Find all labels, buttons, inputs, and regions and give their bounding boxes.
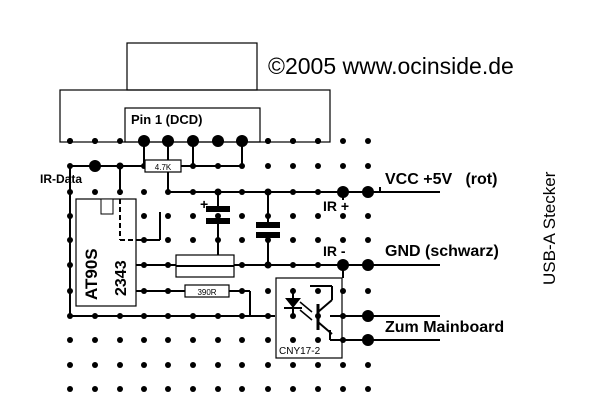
perfboard-hole	[165, 362, 171, 368]
perfboard-hole	[265, 362, 271, 368]
resistor-4k7: 4.7K	[144, 159, 182, 173]
perfboard-hole	[340, 288, 346, 294]
chip-name-label: AT90S	[82, 248, 101, 300]
chip-number-label: 2343	[113, 260, 130, 296]
perfboard-hole	[340, 163, 346, 169]
perfboard-hole	[141, 337, 147, 343]
microcontroller-chip: AT90S 2343	[75, 198, 137, 307]
perfboard-hole	[117, 337, 123, 343]
perfboard-hole	[315, 362, 321, 368]
perfboard-hole	[141, 213, 147, 219]
perfboard-hole	[165, 237, 171, 243]
perfboard-hole	[290, 362, 296, 368]
usb-a-stecker-label: USB-A Stecker	[540, 171, 559, 285]
perfboard-hole	[365, 386, 371, 392]
perfboard-hole	[165, 213, 171, 219]
perfboard-hole	[365, 138, 371, 144]
perfboard-hole	[92, 138, 98, 144]
perfboard-hole	[67, 386, 73, 392]
perfboard-hole	[340, 362, 346, 368]
perfboard-hole	[239, 362, 245, 368]
perfboard-hole	[92, 189, 98, 195]
perfboard-hole	[315, 138, 321, 144]
perfboard-hole	[239, 237, 245, 243]
perfboard-hole	[265, 138, 271, 144]
perfboard-hole	[290, 237, 296, 243]
perfboard-hole	[290, 386, 296, 392]
electrolytic-capacitor: +	[200, 196, 230, 224]
gnd-label: GND (schwarz)	[385, 243, 499, 260]
perfboard-hole	[190, 213, 196, 219]
perfboard-hole	[315, 288, 321, 294]
perfboard-hole	[239, 213, 245, 219]
perfboard-hole	[215, 362, 221, 368]
perfboard-hole	[290, 213, 296, 219]
optocoupler: CNY17-2	[275, 277, 343, 359]
perfboard-hole	[165, 386, 171, 392]
optocoupler-label: CNY17-2	[279, 346, 321, 357]
perfboard-hole	[92, 337, 98, 343]
vcc-label: VCC +5V (rot)	[385, 171, 497, 188]
perfboard-hole	[190, 362, 196, 368]
perfboard-hole	[92, 386, 98, 392]
perfboard-hole	[365, 237, 371, 243]
usb-pins	[138, 135, 248, 147]
ir-data-label: IR-Data	[40, 172, 82, 186]
perfboard-hole	[265, 337, 271, 343]
resistor-gnd	[175, 254, 235, 278]
copyright-text: ©2005 www.ocinside.de	[268, 53, 514, 79]
mainboard-label: Zum Mainboard	[385, 319, 504, 336]
perfboard-hole	[215, 337, 221, 343]
resistor-4k7-label: 4.7K	[155, 163, 172, 172]
perfboard-hole	[67, 138, 73, 144]
perfboard-hole	[141, 189, 147, 195]
perfboard-hole	[265, 163, 271, 169]
perfboard-hole	[290, 138, 296, 144]
perfboard-hole	[365, 213, 371, 219]
perfboard-hole	[365, 288, 371, 294]
perfboard-hole	[340, 386, 346, 392]
perfboard-hole	[190, 337, 196, 343]
resistor-390r-label: 390R	[197, 288, 216, 297]
pin1-label: Pin 1 (DCD)	[131, 112, 203, 127]
perfboard-hole	[340, 237, 346, 243]
perfboard-hole	[215, 386, 221, 392]
perfboard-hole	[340, 213, 346, 219]
perfboard-hole	[92, 362, 98, 368]
perfboard-hole	[290, 337, 296, 343]
ceramic-capacitor	[256, 222, 280, 238]
perfboard-hole	[141, 386, 147, 392]
perfboard-hole	[190, 237, 196, 243]
perfboard-hole	[141, 362, 147, 368]
perfboard-hole	[117, 138, 123, 144]
perfboard-hole	[239, 386, 245, 392]
perfboard-hole	[67, 362, 73, 368]
perfboard-hole	[165, 337, 171, 343]
perfboard-hole	[315, 163, 321, 169]
perfboard-hole	[315, 337, 321, 343]
ir-minus-label: IR -	[323, 243, 346, 259]
perfboard-hole	[315, 237, 321, 243]
perfboard-hole	[265, 386, 271, 392]
junction-dots	[89, 160, 374, 346]
perfboard-hole	[67, 337, 73, 343]
ir-plus-label: IR +	[323, 198, 349, 214]
perfboard-hole	[117, 386, 123, 392]
perfboard-hole	[340, 138, 346, 144]
perfboard-hole	[117, 362, 123, 368]
perfboard-hole	[365, 163, 371, 169]
perfboard-hole	[365, 362, 371, 368]
perfboard-hole	[239, 337, 245, 343]
perfboard-hole	[290, 163, 296, 169]
perfboard-hole	[315, 213, 321, 219]
resistor-390r: 390R	[184, 284, 230, 298]
perfboard-hole	[215, 213, 221, 219]
perfboard-hole	[315, 386, 321, 392]
perfboard-hole	[190, 386, 196, 392]
capacitor-plus-label: +	[200, 196, 208, 212]
perfboard-hole	[265, 288, 271, 294]
